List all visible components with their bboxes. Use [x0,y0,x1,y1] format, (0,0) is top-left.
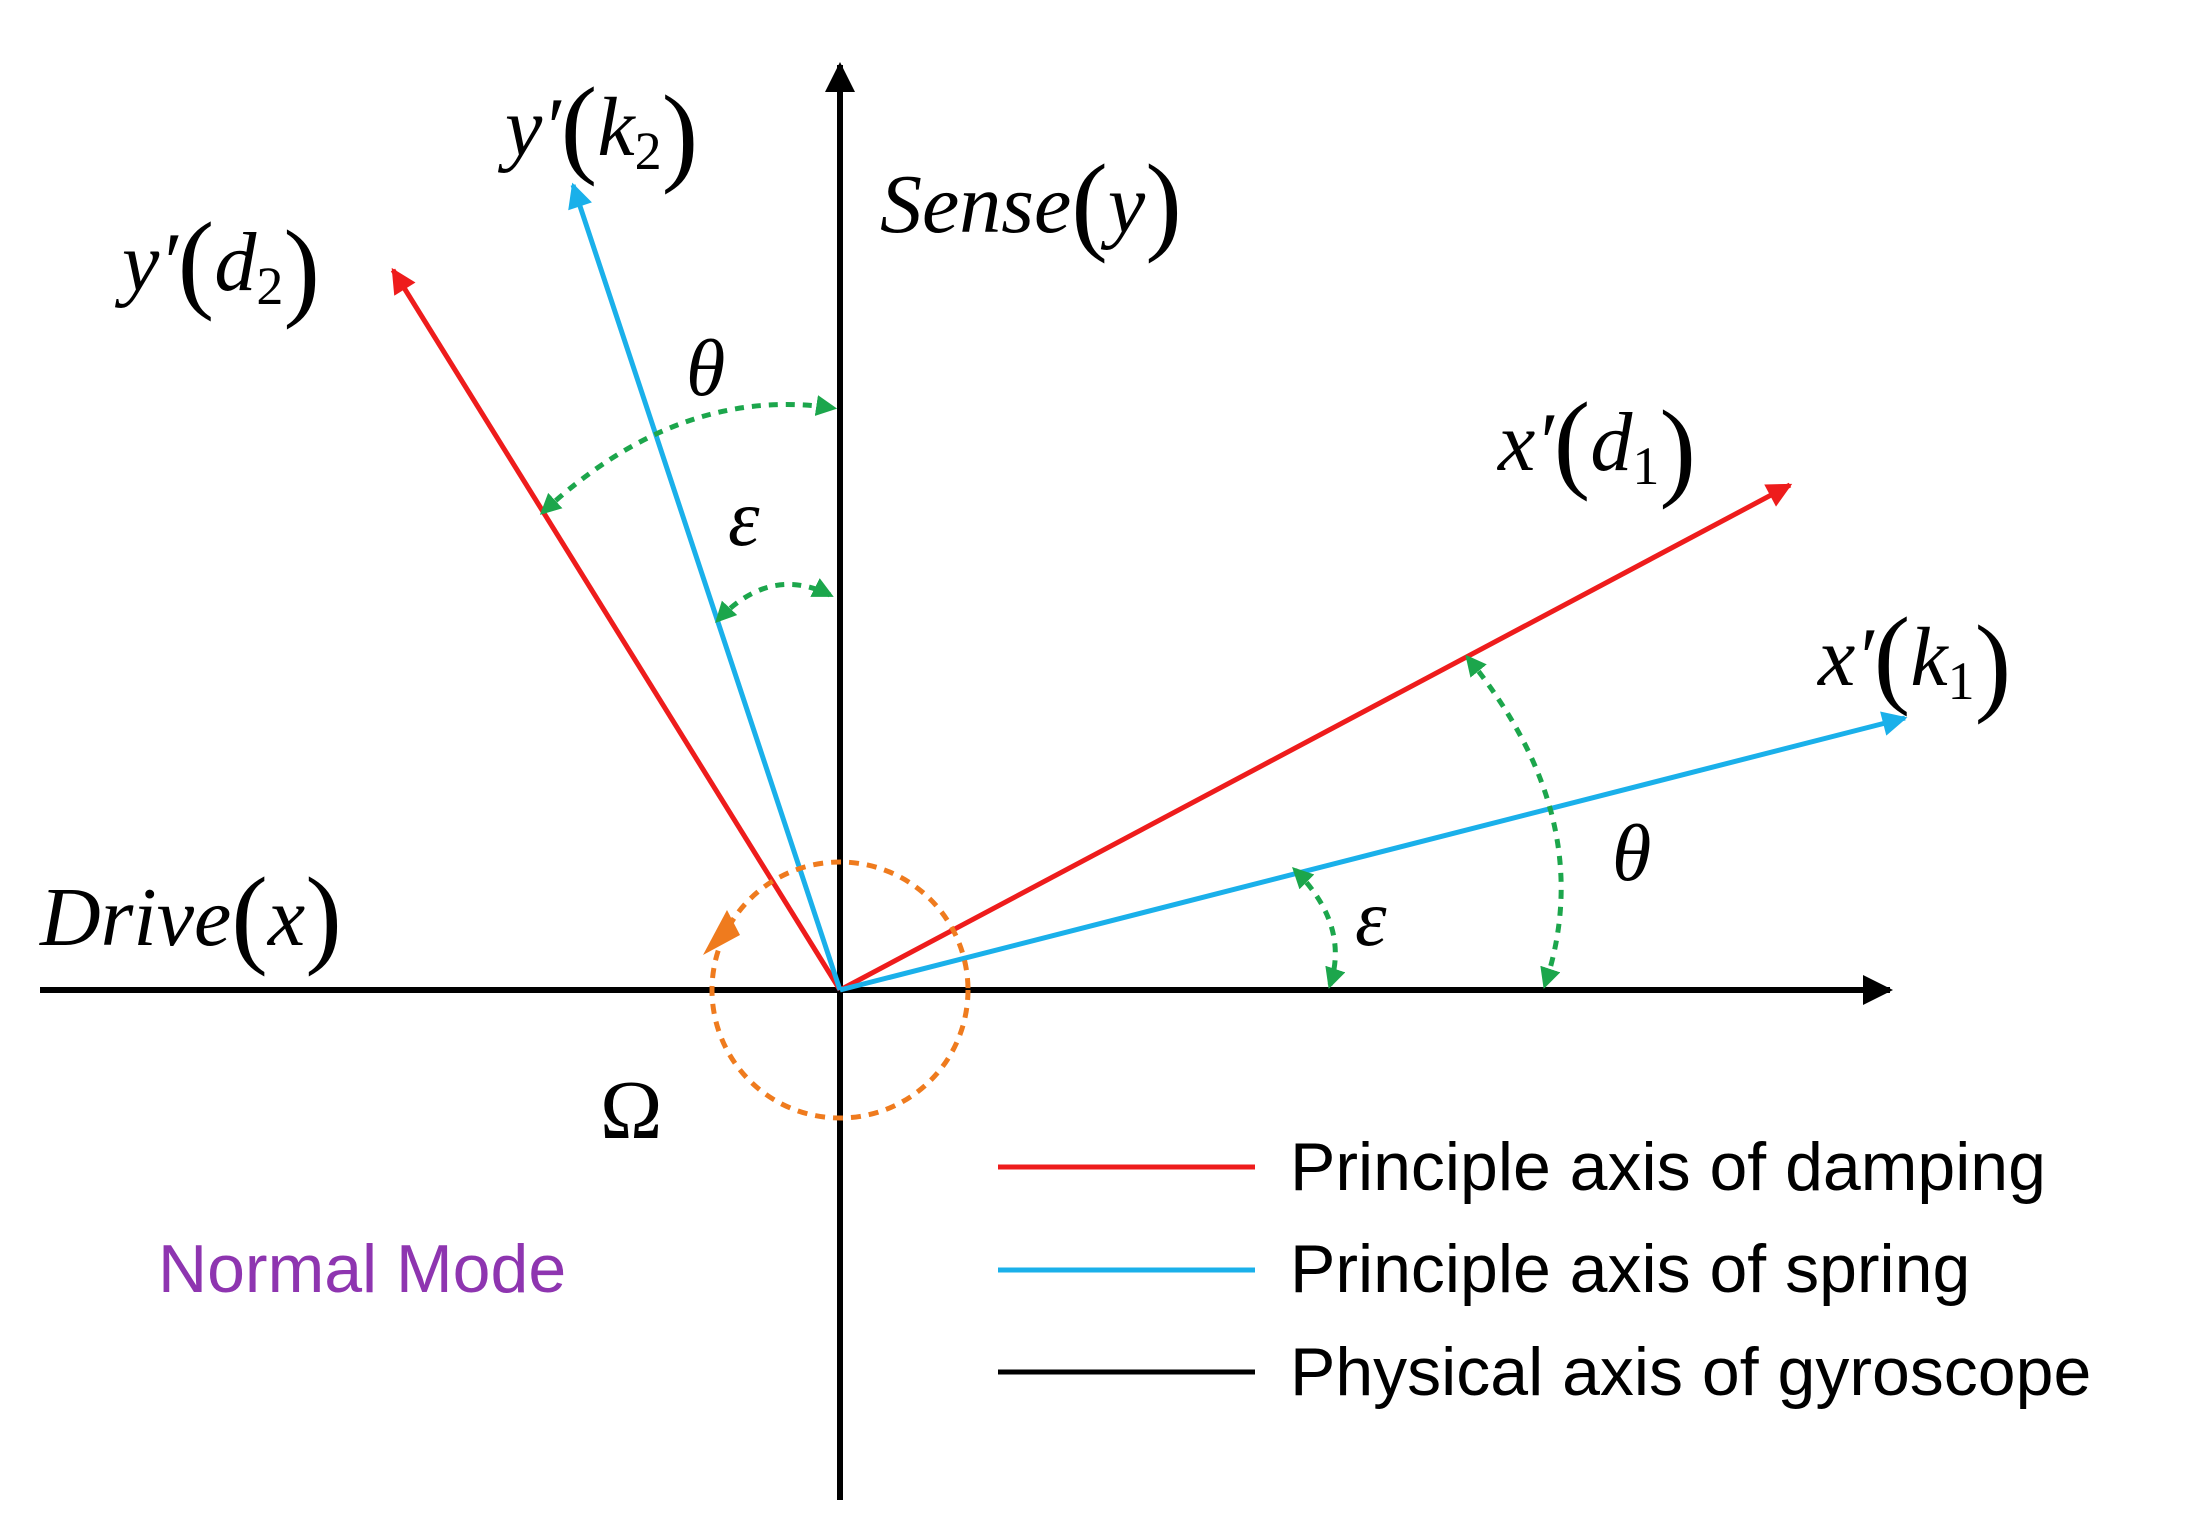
sense-axis-label: Sense(y) [880,142,1182,264]
y-prime-d2-label: y′(d2) [114,200,320,330]
omega-label: Ω [600,1064,662,1157]
drive-axis-label: Drive(x) [39,855,342,977]
epsilon-label-right: ε [1355,875,1387,963]
legend-label-damping: Principle axis of damping [1290,1129,2046,1205]
legend: Principle axis of damping Principle axis… [998,1129,2091,1410]
epsilon-arc-upper [715,578,834,624]
rotation-arrowhead [703,910,740,955]
spring-y-axis-line [568,182,843,991]
x-prime-d1-label: x′(d1) [1496,380,1696,510]
legend-label-spring: Principle axis of spring [1290,1231,1970,1307]
legend-label-physical: Physical axis of gyroscope [1290,1334,2091,1410]
epsilon-label-upper: ε [728,475,760,563]
y-prime-k2-label: y′(k2) [497,65,698,195]
rotation-circle [709,859,971,1121]
damping-y-axis-line [390,267,843,992]
theta-arc-upper [539,395,838,515]
spring-x-axis-line [839,711,1908,993]
theta-arc-right [1465,654,1564,989]
theta-label-upper: θ [686,325,725,413]
theta-label-right: θ [1612,810,1651,898]
x-prime-k1-label: x′(k1) [1816,595,2011,725]
epsilon-arc-right [1292,867,1346,989]
normal-mode-label: Normal Mode [158,1231,566,1307]
damping-x-axis-line [838,482,1793,993]
